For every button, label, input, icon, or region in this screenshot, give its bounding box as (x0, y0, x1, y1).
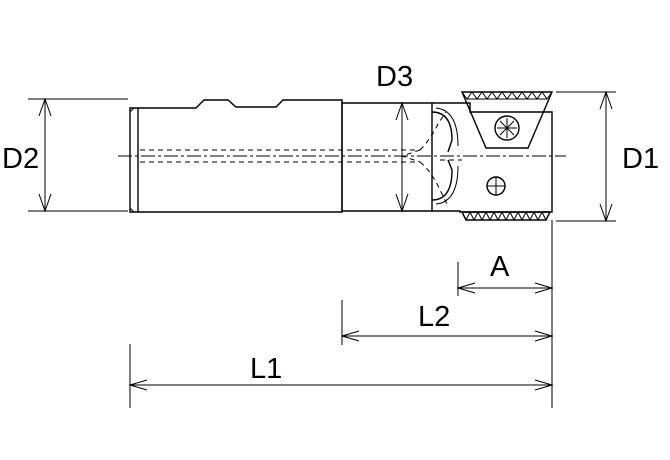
upper-serration (461, 91, 553, 100)
dim-d3: D3 (376, 61, 413, 213)
label-l2: L2 (418, 301, 450, 333)
dim-d2: D2 (2, 97, 128, 213)
dim-l2: L2 (340, 300, 554, 345)
coolant-channel (140, 103, 462, 212)
shank (129, 99, 343, 213)
label-a: A (490, 251, 510, 283)
label-d1: D1 (622, 143, 659, 175)
lower-insert (460, 176, 552, 222)
dim-a: A (456, 251, 554, 296)
label-d3: D3 (376, 61, 413, 93)
insert-screw-top-icon (494, 115, 520, 141)
upper-insert (460, 91, 554, 149)
dim-d1: D1 (556, 90, 659, 223)
cutter-body (341, 102, 553, 213)
label-l1: L1 (250, 353, 282, 385)
label-d2: D2 (2, 143, 39, 175)
lower-serration (461, 210, 551, 222)
dim-l1: L1 (128, 344, 554, 408)
